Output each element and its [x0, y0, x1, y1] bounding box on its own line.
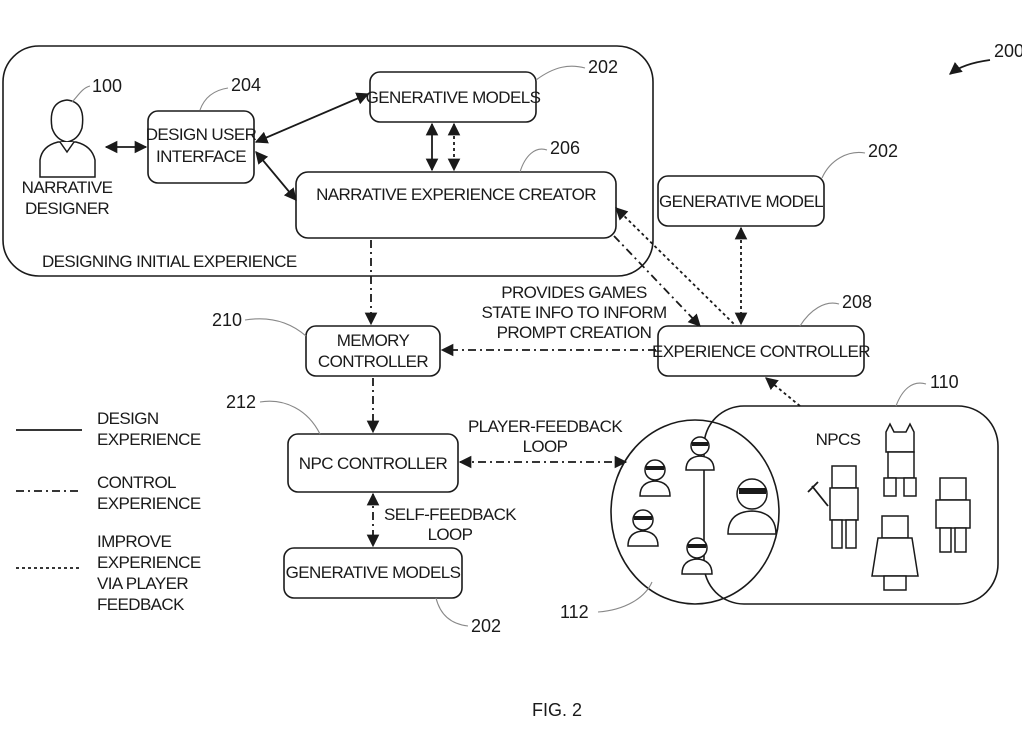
ref-gen-model-right: 202 [868, 141, 898, 161]
player-loop-note-2: LOOP [523, 437, 568, 456]
designer-person-icon [39, 99, 96, 178]
self-loop-note-2: LOOP [428, 525, 473, 544]
npc-controller-box [287, 433, 459, 493]
gen-model-right-label: GENERATIVE MODEL [659, 192, 823, 211]
ref-npcs: 110 [930, 372, 959, 392]
ui-creator-link [255, 151, 297, 201]
ref-figure: 200 [994, 41, 1022, 61]
experience-controller-box [657, 325, 865, 377]
legend-control-1: CONTROL [97, 473, 176, 492]
design-ui-label-2: INTERFACE [156, 147, 246, 166]
legend-improve-1: IMPROVE [97, 532, 171, 551]
ref-memory-controller: 210 [212, 310, 242, 330]
legend: DESIGN EXPERIENCE CONTROL EXPERIENCE IMP… [16, 409, 201, 614]
self-loop-note-1: SELF-FEEDBACK [384, 505, 517, 524]
designing-initial-label: DESIGNING INITIAL EXPERIENCE [42, 252, 297, 271]
gen-models-bottom-label: GENERATIVE MODELS [286, 563, 461, 582]
designer-label-2: DESIGNER [25, 199, 109, 218]
leader-designer [71, 85, 91, 103]
ref-npc-controller: 212 [226, 392, 256, 412]
ref-gen-models-bottom: 202 [471, 616, 501, 636]
leader-gen-models-top [535, 65, 586, 81]
legend-improve-4: FEEDBACK [97, 595, 185, 614]
npc-knight-icon [807, 465, 859, 549]
designer-label-1: NARRATIVE [22, 178, 113, 197]
legend-design-1: DESIGN [97, 409, 159, 428]
experience-creator-dotted-link [615, 207, 737, 327]
narrative-creator-label: NARRATIVE EXPERIENCE CREATOR [316, 185, 596, 204]
ref-player-group: 112 [560, 602, 589, 622]
gen-model-right-box [657, 175, 825, 227]
npc-controller-label: NPC CONTROLLER [299, 454, 448, 473]
npcs-label: NPCS [816, 430, 861, 449]
leader-player-group [597, 581, 653, 613]
leader-npcs [895, 382, 927, 407]
memory-controller-box [305, 325, 441, 377]
player-group-circle [610, 419, 780, 605]
player-icon-large [727, 478, 777, 535]
player-icon [627, 509, 659, 547]
player-icon [681, 537, 713, 575]
experience-controller-label: EXPERIENCE CONTROLLER [652, 342, 870, 361]
legend-improve-3: VIA PLAYER [97, 574, 188, 593]
memory-label-1: MEMORY [337, 331, 410, 350]
game-state-note-1: PROVIDES GAMES [501, 283, 647, 302]
gen-models-bottom-box [283, 547, 463, 599]
leader-design-ui [199, 87, 229, 111]
game-state-note-3: PROMPT CREATION [497, 323, 652, 342]
figure-label: FIG. 2 [532, 700, 582, 720]
leader-experience-controller [799, 302, 840, 327]
leader-npc-controller [259, 400, 321, 435]
designing-initial-region [2, 45, 654, 277]
leader-gen-models-bottom [435, 597, 469, 627]
design-ui-label-1: DESIGN USER [146, 125, 257, 144]
npc-princess-icon [871, 515, 919, 591]
creator-experience-dashdot-link [613, 235, 701, 327]
ref-design-ui: 204 [231, 75, 261, 95]
npc-warrior-icon [935, 477, 971, 553]
npc-cat-girl-icon [883, 422, 917, 497]
npcs-region [703, 405, 999, 605]
legend-design-2: EXPERIENCE [97, 430, 201, 449]
ref-experience-controller: 208 [842, 292, 872, 312]
ui-genmodels-link [254, 92, 370, 144]
ref-designer: 100 [92, 76, 122, 96]
leader-gen-model-right [821, 151, 866, 179]
player-icon [685, 436, 715, 471]
ref-narrative-creator: 206 [550, 138, 580, 158]
gen-models-top-box [369, 71, 537, 123]
narrative-creator-box [295, 171, 617, 239]
game-state-note-2: STATE INFO TO INFORM [481, 303, 666, 322]
leader-memory-controller [244, 318, 307, 337]
gen-models-top-label: GENERATIVE MODELS [366, 88, 541, 107]
ref-gen-models-top: 202 [588, 57, 618, 77]
legend-control-2: EXPERIENCE [97, 494, 201, 513]
leader-narrative-creator [519, 148, 548, 173]
figure-ref-arrow [949, 59, 991, 75]
memory-label-2: CONTROLLER [318, 352, 429, 371]
player-loop-note-1: PLAYER-FEEDBACK [468, 417, 623, 436]
npcs-experience-link [765, 377, 801, 407]
player-icon [639, 459, 671, 497]
legend-improve-2: EXPERIENCE [97, 553, 201, 572]
design-ui-box [147, 110, 255, 184]
